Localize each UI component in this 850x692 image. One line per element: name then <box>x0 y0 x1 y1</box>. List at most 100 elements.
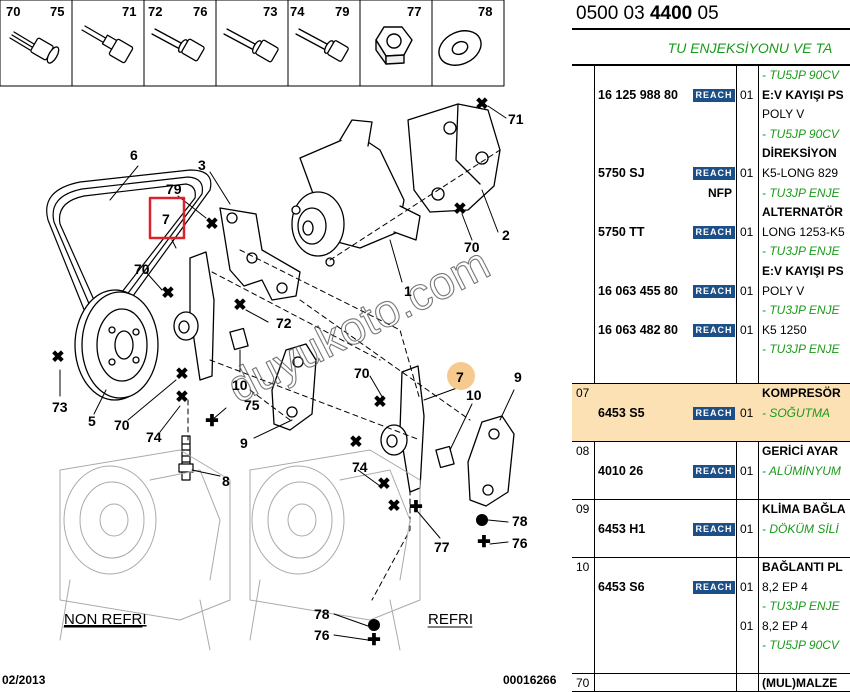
footer-code: 00016266 <box>503 673 557 687</box>
part-reference[interactable]: 6453 S5 <box>598 405 645 420</box>
svg-text:✖: ✖ <box>373 394 386 411</box>
svg-text:✖: ✖ <box>51 349 64 366</box>
compressor-bracket-right <box>467 415 515 507</box>
part-description: ALTERNATÖR <box>762 205 843 220</box>
catalog-row[interactable]: 70(MUL)MALZE <box>572 674 850 692</box>
callout-number[interactable]: 72 <box>276 315 292 331</box>
thumbnail-label: 79 <box>335 4 349 19</box>
callout-labels: 71 6 3 79 7 2 70 70 1 72 73 5 70 74 10 7… <box>52 111 528 643</box>
part-description: 8,2 EP 4 <box>762 579 808 594</box>
part-quantity: 01 <box>740 579 754 594</box>
belt-tensioner-left <box>173 251 249 381</box>
callout-number[interactable]: 77 <box>434 539 450 555</box>
part-quantity: 01 <box>740 618 754 633</box>
svg-text:✖: ✖ <box>175 389 188 406</box>
callout-number[interactable]: 2 <box>502 227 510 243</box>
callout-number[interactable]: 1 <box>404 283 412 299</box>
callout-number[interactable]: 73 <box>52 399 68 415</box>
callout-number[interactable]: 75 <box>244 397 260 413</box>
part-quantity: 01 <box>740 224 754 239</box>
callout-number[interactable]: 5 <box>88 413 96 429</box>
column-divider <box>758 66 759 692</box>
callout-number[interactable]: 8 <box>222 473 230 489</box>
column-divider <box>594 66 595 692</box>
section-title: TU ENJEKSİYONU VE TA <box>572 28 850 66</box>
part-description: 8,2 EP 4 <box>762 618 808 633</box>
callout-number[interactable]: 10 <box>466 387 482 403</box>
part-reference[interactable]: 6453 H1 <box>598 521 646 536</box>
part-reference[interactable]: 6453 S6 <box>598 579 645 594</box>
part-reference[interactable]: 16 063 455 80 <box>598 283 678 298</box>
hex-bolt-icon <box>223 28 279 63</box>
callout-number[interactable]: 7 <box>162 211 170 227</box>
part-description: K5 1250 <box>762 322 807 337</box>
catalog-reference: 0500 03 4400 05 <box>572 0 719 28</box>
reference-main: 4400 <box>649 3 693 24</box>
thumbnail-label: 73 <box>263 4 277 19</box>
part-description: - TU5JP 90CV <box>762 126 839 141</box>
part-reference[interactable]: 16 125 988 80 <box>598 87 678 102</box>
callout-number[interactable]: 71 <box>508 111 524 127</box>
callout-number[interactable]: 9 <box>514 369 522 385</box>
assembly-guide-lines <box>187 149 501 601</box>
refri-label: REFRI <box>428 611 473 628</box>
part-reference[interactable]: 16 063 482 80 <box>598 322 678 337</box>
thumbnail-label: 76 <box>193 4 207 19</box>
callout-number[interactable]: 78 <box>512 513 528 529</box>
part-quantity: 01 <box>740 521 754 536</box>
callout-number[interactable]: 70 <box>354 365 370 381</box>
fastener-markers: ✖ ✖ ✖ ✖ ✖ ✖ ✖ ✖ ✖ ✖ ✖ ✖ ✚ ✚ ✚ ✚ <box>51 96 490 649</box>
callout-number[interactable]: 9 <box>240 435 248 451</box>
part-quantity: 01 <box>740 283 754 298</box>
callout-number[interactable]: 74 <box>146 429 162 445</box>
part-description: LONG 1253-K5 <box>762 224 845 239</box>
washer-icon <box>438 30 482 66</box>
reference-suffix: 05 <box>692 3 719 24</box>
part-description: (MUL)MALZE <box>762 676 838 690</box>
callout-number[interactable]: 70 <box>134 261 150 277</box>
part-reference[interactable]: 4010 26 <box>598 463 644 478</box>
part-description: - TU3JP ENJE <box>762 303 840 318</box>
highlight-box <box>148 196 186 240</box>
hex-nut-icon <box>375 26 413 65</box>
callout-number[interactable]: 3 <box>198 157 206 173</box>
engine-block-left <box>59 449 231 651</box>
callout-number[interactable]: 76 <box>314 627 330 643</box>
power-steering-pump <box>291 119 421 267</box>
crankshaft-pulley <box>74 289 159 401</box>
part-description: E:V KAYIŞI PS <box>762 264 844 278</box>
part-description: - TU3JP ENJE <box>762 244 840 259</box>
callout-number[interactable]: 74 <box>352 459 368 475</box>
part-quantity: 01 <box>740 322 754 337</box>
part-reference[interactable]: 5750 SJ <box>598 166 645 180</box>
callout-number[interactable]: 79 <box>166 181 182 197</box>
engine-mount-bracket <box>407 103 501 213</box>
part-description: KLİMA BAĞLA <box>762 502 846 516</box>
callout-number[interactable]: 78 <box>314 606 330 622</box>
part-description: - ALÜMİNYUM <box>762 463 841 478</box>
part-description: - TU3JP ENJE <box>762 342 840 357</box>
reach-badge: REACH <box>693 284 735 298</box>
callout-number[interactable]: 70 <box>464 239 480 255</box>
callout-number[interactable]: 70 <box>114 417 130 433</box>
thumbnail-label: 71 <box>122 4 136 19</box>
collar-bolt-icon <box>81 25 134 64</box>
callout-number[interactable]: 6 <box>130 147 138 163</box>
reach-badge: REACH <box>693 522 735 536</box>
svg-text:✖: ✖ <box>349 434 362 451</box>
callout-number[interactable]: 10 <box>232 377 248 393</box>
row-position: 10 <box>576 560 590 574</box>
callout-number[interactable]: 76 <box>512 535 528 551</box>
reach-badge: REACH <box>693 323 735 337</box>
part-quantity: 01 <box>740 87 754 102</box>
part-description: - TU3JP ENJE <box>762 599 840 614</box>
part-reference[interactable]: 5750 TT <box>598 224 645 239</box>
reach-badge: REACH <box>693 464 735 478</box>
thumbnail-label: 78 <box>478 4 492 19</box>
callout-number[interactable]: 7 <box>456 369 464 385</box>
